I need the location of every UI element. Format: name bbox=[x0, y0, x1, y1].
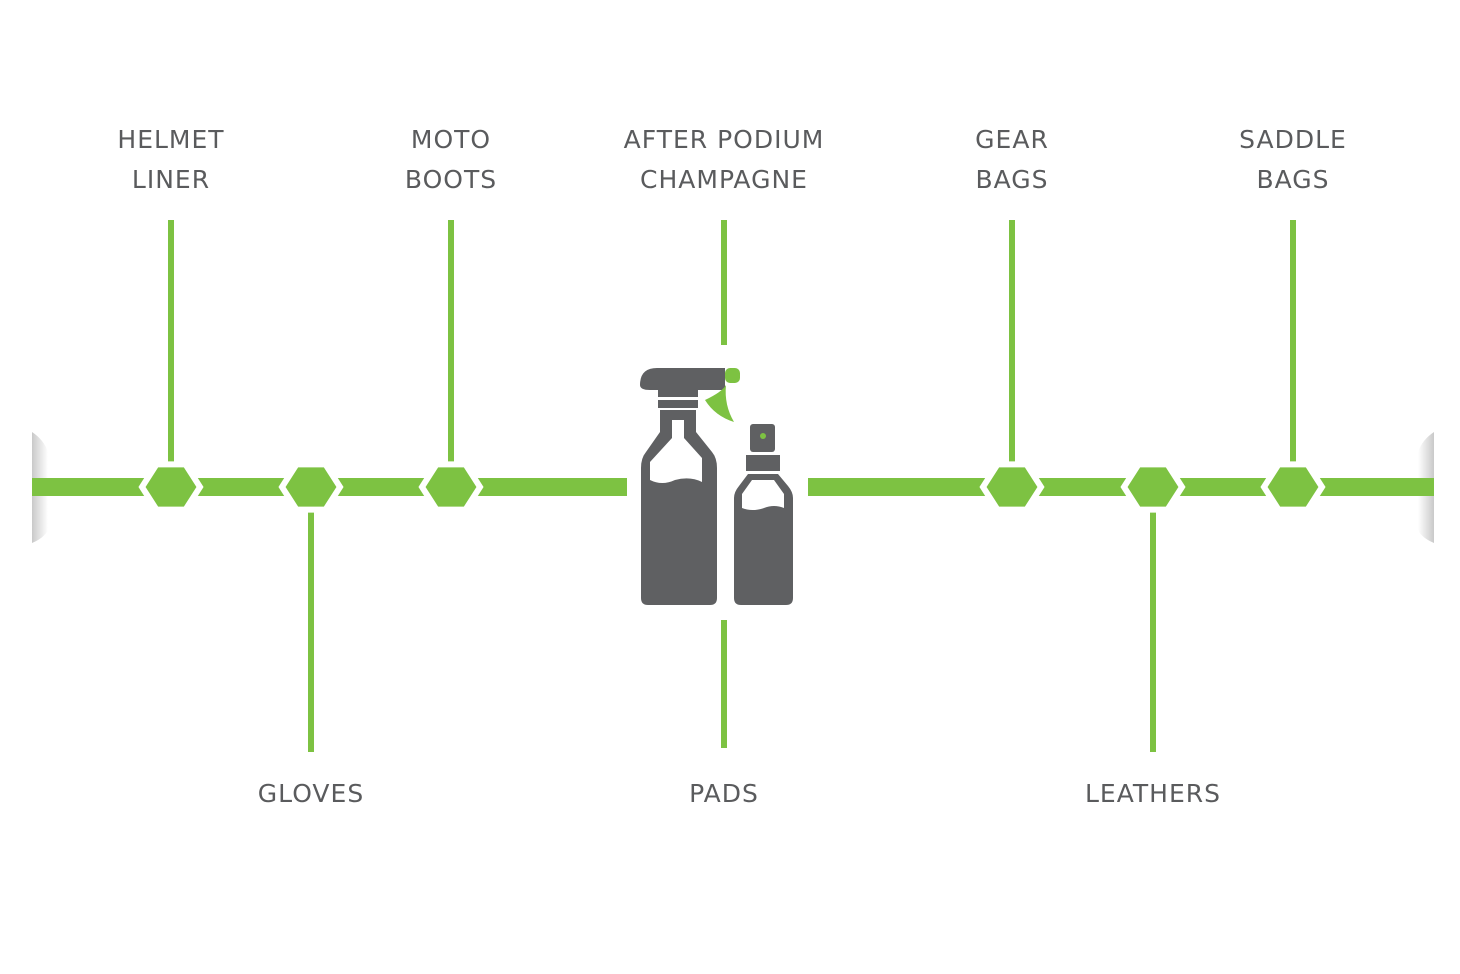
label-line: GEAR bbox=[975, 125, 1049, 154]
stem-gloves bbox=[308, 505, 314, 752]
stem-champagne bbox=[721, 220, 727, 345]
stem-moto-boots bbox=[448, 220, 454, 470]
label-line: MOTO bbox=[411, 125, 491, 154]
label-line: LINER bbox=[132, 165, 210, 194]
hexagon-node bbox=[1260, 461, 1326, 513]
label-line: HELMET bbox=[117, 125, 224, 154]
label-gear-bags: GEAR BAGS bbox=[975, 125, 1049, 194]
label-line: GLOVES bbox=[258, 779, 364, 808]
label-line: BOOTS bbox=[405, 165, 497, 194]
label-line: PADS bbox=[689, 779, 759, 808]
hexagon-node bbox=[979, 461, 1045, 513]
label-saddle-bags: SADDLE BAGS bbox=[1239, 125, 1347, 194]
label-gloves: GLOVES bbox=[258, 779, 364, 808]
label-line: AFTER PODIUM bbox=[624, 125, 825, 154]
label-line: LEATHERS bbox=[1085, 779, 1221, 808]
label-line: CHAMPAGNE bbox=[640, 165, 808, 194]
hexagon-node bbox=[138, 461, 204, 513]
stem-saddle-bags bbox=[1290, 220, 1296, 470]
hexagon-node bbox=[418, 461, 484, 513]
label-helmet-liner: HELMET LINER bbox=[117, 125, 224, 194]
label-pads: PADS bbox=[689, 779, 759, 808]
label-after-podium-champagne: AFTER PODIUM CHAMPAGNE bbox=[624, 125, 825, 194]
stem-helmet-liner bbox=[168, 220, 174, 470]
label-line: SADDLE bbox=[1239, 125, 1347, 154]
label-line: BAGS bbox=[975, 165, 1048, 194]
label-moto-boots: MOTO BOOTS bbox=[405, 125, 497, 194]
stem-gear-bags bbox=[1009, 220, 1015, 470]
spray-bottles-icon bbox=[640, 368, 793, 605]
stem-leathers bbox=[1150, 505, 1156, 752]
label-leathers: LEATHERS bbox=[1085, 779, 1221, 808]
hexagon-node bbox=[1120, 461, 1186, 513]
hexagon-node bbox=[278, 461, 344, 513]
label-line: BAGS bbox=[1256, 165, 1329, 194]
stem-pads bbox=[721, 620, 727, 748]
